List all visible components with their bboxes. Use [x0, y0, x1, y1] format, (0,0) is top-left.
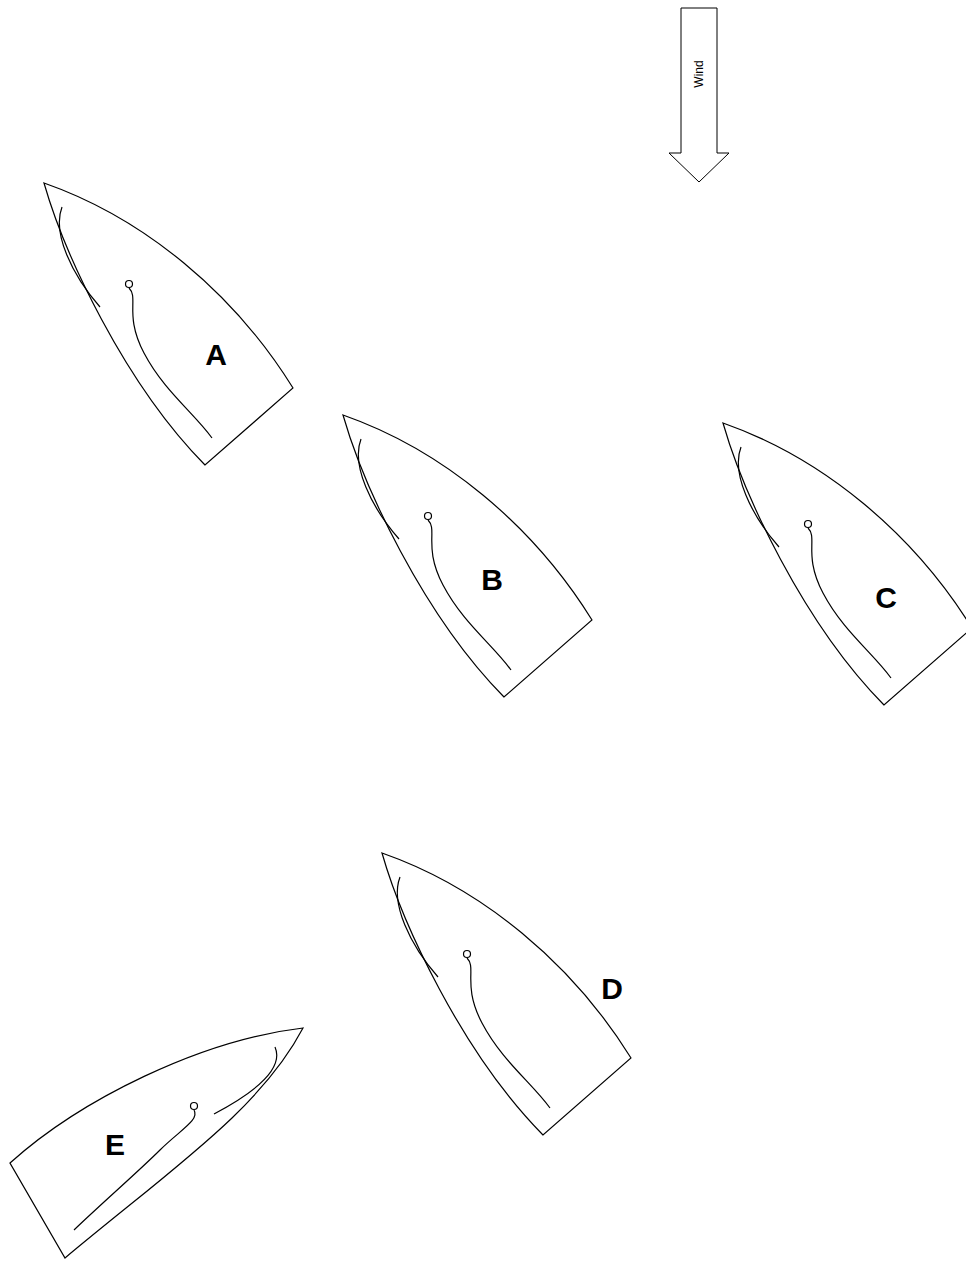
- deck-line: [214, 1047, 277, 1114]
- hull-outline: [382, 853, 632, 1136]
- wind-label: Wind: [693, 60, 705, 87]
- boom-line: [467, 958, 550, 1108]
- hull: [723, 423, 966, 705]
- arrow-outline: [669, 8, 729, 182]
- boat: D: [382, 853, 632, 1136]
- hull: [10, 1028, 303, 1258]
- wind-arrow-shape: [669, 8, 729, 183]
- hull-outline: [10, 1028, 304, 1259]
- mast: [805, 521, 812, 528]
- mast: [126, 281, 133, 288]
- hull-outline: [343, 415, 593, 698]
- boat: A: [44, 183, 294, 466]
- boom-line: [129, 288, 212, 438]
- boat: B: [343, 415, 593, 698]
- deck-line: [59, 207, 100, 307]
- deck-line: [358, 439, 399, 539]
- wind-arrow: Wind: [669, 8, 729, 183]
- deck-line: [738, 447, 779, 547]
- boat: C: [723, 423, 966, 706]
- mast: [464, 951, 471, 958]
- mast: [425, 513, 432, 520]
- boat: E: [10, 1028, 304, 1259]
- hull: [44, 183, 293, 465]
- hull-outline: [723, 423, 966, 706]
- boat-letter: A: [205, 340, 227, 370]
- hull: [382, 853, 631, 1135]
- hull-outline: [44, 183, 294, 466]
- boat-letter: D: [601, 974, 623, 1004]
- boom-line: [428, 520, 511, 670]
- boom-line: [74, 1110, 195, 1230]
- boat-letter: B: [481, 565, 503, 595]
- boat-letter: C: [875, 583, 897, 613]
- deck-line: [397, 877, 438, 977]
- mast: [191, 1103, 198, 1110]
- hull: [343, 415, 592, 697]
- boat-letter: E: [105, 1130, 125, 1160]
